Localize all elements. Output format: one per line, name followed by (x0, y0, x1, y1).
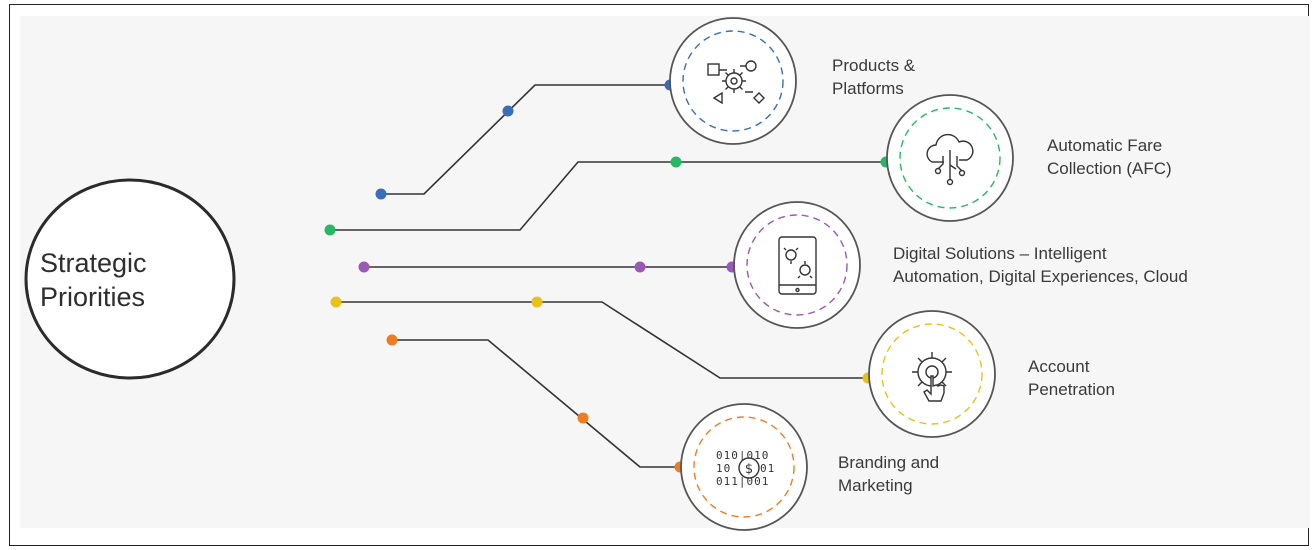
dot-branding-mid (577, 412, 589, 424)
dot-account-start (330, 296, 342, 308)
svg-text:10: 10 (716, 462, 731, 475)
dot-branding-start (386, 334, 398, 346)
cloud-circuit-icon (926, 133, 974, 186)
label-products-platforms: Products & Platforms (832, 56, 916, 98)
flowchart-gear-icon (707, 60, 765, 105)
hub-circle (24, 178, 236, 380)
connector-afc (330, 161, 886, 231)
dot-digital-start (358, 261, 370, 273)
node-afc (886, 94, 1014, 222)
dot-products-mid (502, 105, 514, 117)
node-products-platforms (669, 17, 797, 145)
label-afc: Automatic Fare Collection (AFC) (1047, 136, 1172, 178)
svg-text:010|010: 010|010 (716, 449, 769, 462)
label-account-penetration: Account Penetration (1028, 357, 1115, 399)
label-branding-marketing: Branding and Marketing (838, 453, 940, 495)
mobile-gear-icon (778, 236, 817, 295)
connector-products (381, 84, 670, 195)
binary-dollar-icon: 010|010 10 01 011|001 $ (716, 449, 775, 488)
svg-text:011|001: 011|001 (716, 475, 769, 488)
gear-hand-icon (912, 352, 952, 402)
node-digital-solutions (733, 201, 861, 329)
hub-label: Strategic Priorities (40, 248, 147, 312)
dot-account-mid (531, 296, 543, 308)
node-branding-marketing: 010|010 10 01 011|001 $ (680, 403, 808, 531)
node-account-penetration (868, 310, 996, 438)
dot-digital-mid (634, 261, 646, 273)
label-digital-solutions: Digital Solutions – Intelligent Automati… (893, 244, 1188, 286)
dot-afc-mid (670, 156, 682, 168)
svg-text:$: $ (745, 462, 753, 477)
connector-branding (392, 339, 680, 468)
connector-account (336, 301, 868, 379)
connector-lines (330, 84, 886, 468)
svg-text:01: 01 (760, 462, 775, 475)
dot-products-start (375, 188, 387, 200)
dot-afc-start (324, 224, 336, 236)
